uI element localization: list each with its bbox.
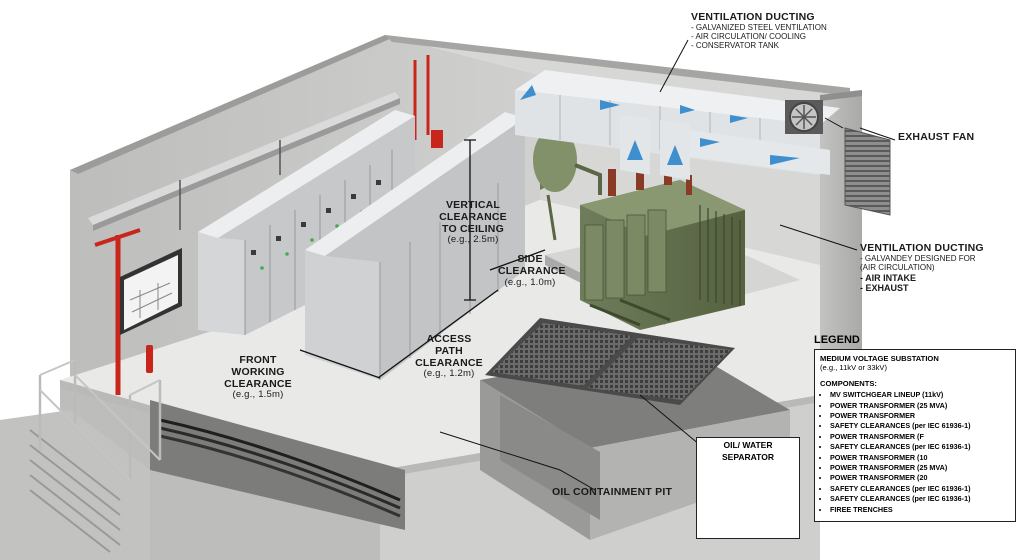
callout-exhaust-fan-title: EXHAUST FAN [898, 131, 975, 143]
conservator-tank [533, 128, 602, 241]
callout-ventilation-top-line: - AIR CIRCULATION/ COOLING [691, 31, 806, 41]
cable-tray [88, 92, 400, 231]
legend-item: POWER TRANSFORMER (25 MVA) [830, 401, 1010, 411]
power-transformer [533, 128, 745, 330]
legend-item: POWER TRANSFORMER (25 MVA) [830, 463, 1010, 473]
fire-pipe [94, 55, 443, 395]
legend-components-title: COMPONENTS: [820, 379, 877, 389]
legend-subtitle: MEDIUM VOLTAGE SUBSTATION [820, 354, 939, 363]
control-monitor [120, 248, 182, 335]
dimension-lines [299, 139, 546, 379]
legend-subtitle: (e.g., 11kV or 33kV) [820, 363, 887, 373]
callout-ventilation-side-bold: - AIR INTAKE [860, 272, 916, 283]
callout-oil-pit: OIL CONTAINMENT PIT [552, 486, 673, 499]
callout-oil-pit-title: OIL CONTAINMENT PIT [552, 486, 673, 498]
oil-separator-label: SEPARATOR [722, 452, 774, 463]
callout-ventilation-top-line: - GALVANIZED STEEL VENTILATION [691, 22, 827, 32]
callout-ventilation-side-bold: - EXHAUST [860, 282, 909, 293]
front-working-value: (e.g., 1.5m) [232, 389, 284, 401]
legend-title: LEGEND [814, 334, 860, 346]
legend-item: POWER TRANSFORMER (20 [830, 473, 1010, 483]
legend-item: FIREE TRENCHES [830, 505, 1010, 515]
side-clearance-line: CLEARANCE [498, 264, 566, 277]
callout-ventilation-side-line: (AIR CIRCULATION) [860, 262, 935, 272]
legend-item: SAFETY CLEARANCES (per IEC 61936-1) [830, 484, 1010, 494]
access-stairs [0, 359, 162, 560]
legend-item: POWER TRANSFORMER (F [830, 432, 1010, 442]
oil-separator-inset: OIL/ WATER SEPARATOR [696, 437, 800, 539]
vertical-clearance-line: VERTICAL [445, 199, 501, 211]
callout-ventilation-side-line: - GALVANDEY DESIGNED FOR [860, 253, 976, 263]
callout-access-path: ACCESS PATH CLEARANCE (e.g., 1.2m) [412, 333, 486, 380]
access-path-line: CLEARANCE [415, 356, 483, 369]
callout-ventilation-side-title: VENTILATION DUCTING [860, 242, 984, 254]
side-clearance-value: (e.g., 1.0m) [504, 276, 556, 288]
access-path-value: (e.g., 1.2m) [423, 368, 475, 380]
wall-louvre [844, 127, 891, 216]
legend: LEGEND MEDIUM VOLTAGE SUBSTATION (e.g., … [814, 334, 1016, 522]
legend-item: POWER TRANSFORMER (10 [830, 453, 1010, 463]
airflow-arrows [520, 85, 800, 165]
callout-vertical-clearance: VERTICAL CLEARANCE TO CEILING (e.g., 2.5… [436, 199, 510, 246]
callout-ventilation-top-line: - CONSERVATOR TANK [691, 40, 780, 50]
legend-item: SAFETY CLEARANCES (per IEC 61936-1) [830, 442, 1010, 452]
cable-trench [150, 400, 405, 530]
legend-component-list: MV SWITCHGEAR LINEUP (11kV) POWER TRANSF… [820, 390, 1010, 515]
callout-ventilation-top-title: VENTILATION DUCTING [691, 11, 815, 23]
mv-switchgear-lineup [198, 110, 415, 335]
front-working-line: CLEARANCE [224, 377, 292, 390]
callout-exhaust-fan: EXHAUST FAN [898, 131, 975, 144]
legend-item: MV SWITCHGEAR LINEUP (11kV) [830, 390, 1010, 400]
legend-box: MEDIUM VOLTAGE SUBSTATION (e.g., 11kV or… [814, 349, 1016, 522]
legend-item: SAFETY CLEARANCES (per IEC 61936-1) [830, 421, 1010, 431]
exhaust-fan-unit [785, 100, 823, 134]
callout-ventilation-top: VENTILATION DUCTING - GALVANIZED STEEL V… [691, 11, 827, 51]
leader-lines [439, 39, 896, 491]
vertical-clearance-value: (e.g., 2.5m) [447, 234, 499, 246]
legend-item: POWER TRANSFORMER [830, 411, 1010, 421]
legend-item: SAFETY CLEARANCES (per IEC 61936-1) [830, 494, 1010, 504]
side-clearance-line: SIDE [517, 253, 543, 265]
access-path-line: ACCESS PATH [426, 333, 472, 357]
front-working-line: FRONT WORKING [231, 354, 285, 378]
pit-grating [485, 318, 735, 405]
ventilation-ducting [515, 70, 840, 180]
oil-separator-label: OIL/ WATER [723, 440, 773, 450]
callout-front-working: FRONT WORKING CLEARANCE (e.g., 1.5m) [212, 354, 304, 401]
vertical-clearance-line: TO CEILING [442, 222, 504, 235]
callout-ventilation-side: VENTILATION DUCTING - GALVANDEY DESIGNED… [860, 242, 984, 293]
vertical-clearance-line: CLEARANCE [439, 210, 507, 223]
callout-side-clearance: SIDE CLEARANCE (e.g., 1.0m) [498, 253, 566, 288]
